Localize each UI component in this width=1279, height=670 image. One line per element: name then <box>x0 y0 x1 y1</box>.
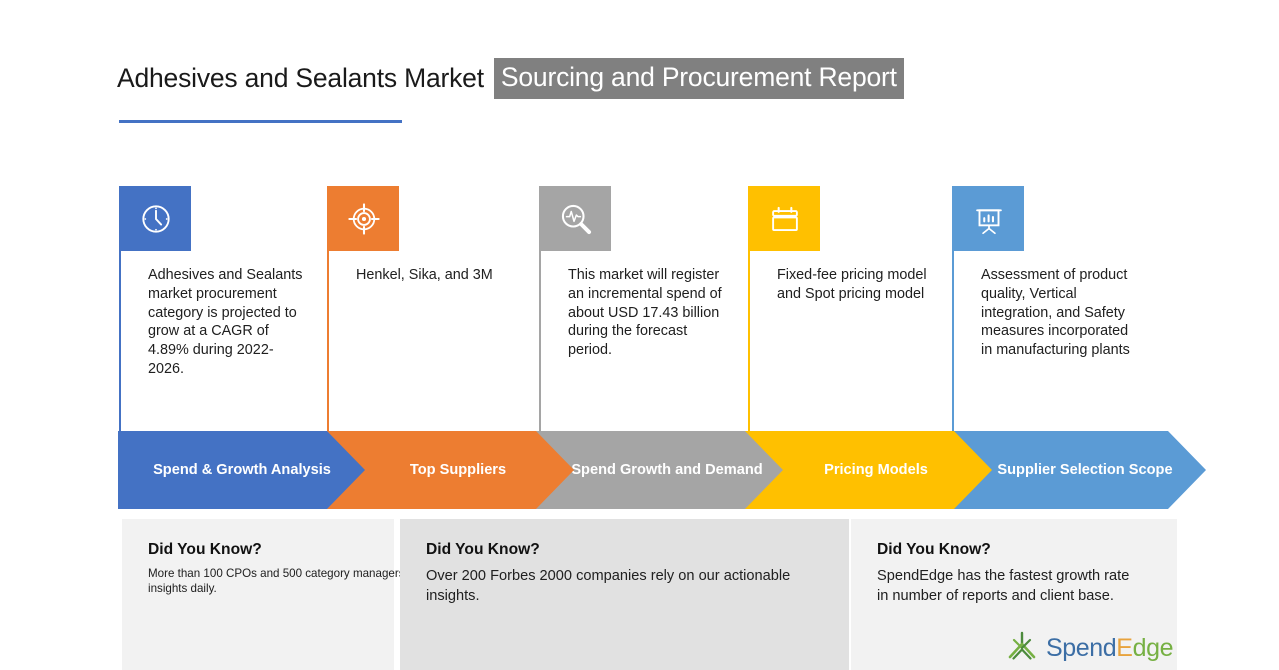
column-supplier-selection-scope: Assessment of product quality, Vertical … <box>952 186 1163 431</box>
card-title: Did You Know? <box>877 541 991 558</box>
column-divider <box>748 186 750 431</box>
page-header: Adhesives and Sealants Market Sourcing a… <box>117 58 1167 128</box>
card-title: Did You Know? <box>148 541 262 558</box>
logo-text-part-2: E <box>1116 633 1133 662</box>
column-body-text: Adhesives and Sealants market procuremen… <box>148 267 303 377</box>
card-body: SpendEdge has the fastest growth rate in… <box>877 568 1130 604</box>
card-body: More than 100 CPOs and 500 category mana… <box>148 567 447 595</box>
column-divider <box>539 186 541 431</box>
column-body-text: Henkel, Sika, and 3M <box>356 267 493 283</box>
title-underline-rule <box>119 120 402 123</box>
card-body: Over 200 Forbes 2000 companies rely on o… <box>426 568 791 604</box>
did-you-know-section: Did You Know? More than 100 CPOs and 500… <box>122 519 1177 670</box>
chevron-top-suppliers[interactable]: Top Suppliers <box>327 431 579 509</box>
clock-icon <box>121 186 191 251</box>
chevron-supplier-selection-scope[interactable]: Supplier Selection Scope <box>954 431 1206 509</box>
process-chevron-band: Spend & Growth Analysis Top Suppliers Sp… <box>118 431 1174 509</box>
column-spend-growth-analysis: Adhesives and Sealants market procuremen… <box>119 186 330 431</box>
page-title-main: Adhesives and Sealants Market <box>117 63 484 93</box>
presentation-chart-icon <box>954 186 1024 251</box>
chevron-pricing-models[interactable]: Pricing Models <box>745 431 997 509</box>
calendar-icon <box>750 186 820 251</box>
column-body-text: This market will register an incremental… <box>568 267 722 359</box>
column-divider <box>119 186 121 431</box>
chevron-label: Top Suppliers <box>409 462 507 478</box>
content-columns: Adhesives and Sealants market procuremen… <box>119 186 1172 431</box>
did-you-know-card: Did You Know? Over 200 Forbes 2000 compa… <box>400 519 849 670</box>
did-you-know-card: Did You Know? SpendEdge has the fastest … <box>851 519 1177 670</box>
column-pricing-models: Fixed-fee pricing model and Spot pricing… <box>748 186 959 431</box>
column-divider <box>952 186 954 431</box>
page-title-highlight: Sourcing and Procurement Report <box>493 58 904 99</box>
spendedge-logo-text: SpendEdge <box>1046 634 1173 663</box>
logo-text-part-1: Spend <box>1046 633 1117 662</box>
chevron-spend-growth-analysis[interactable]: Spend & Growth Analysis <box>118 431 370 509</box>
logo-text-part-3: dge <box>1132 633 1174 662</box>
page-title: Adhesives and Sealants Market Sourcing a… <box>117 58 1167 99</box>
column-divider <box>327 186 329 431</box>
chevron-label: Spend Growth and Demand <box>571 462 763 478</box>
chevron-spend-growth-and-demand[interactable]: Spend Growth and Demand <box>536 431 788 509</box>
target-icon <box>329 186 399 251</box>
spendedge-logo: SpendEdge <box>1005 630 1180 666</box>
spendedge-logo-mark-icon <box>1005 631 1039 666</box>
chevron-label: Spend & Growth Analysis <box>153 462 331 478</box>
card-title: Did You Know? <box>426 541 540 558</box>
chevron-label: Pricing Models <box>824 462 928 478</box>
column-top-suppliers: Henkel, Sika, and 3M <box>327 186 538 431</box>
did-you-know-card: Did You Know? More than 100 CPOs and 500… <box>122 519 446 670</box>
column-spend-growth-and-demand: This market will register an incremental… <box>539 186 750 431</box>
column-body-text: Fixed-fee pricing model and Spot pricing… <box>777 267 927 302</box>
column-body-text: Assessment of product quality, Vertical … <box>981 267 1130 359</box>
chevron-label: Supplier Selection Scope <box>997 462 1173 478</box>
magnifier-pulse-icon <box>541 186 611 251</box>
